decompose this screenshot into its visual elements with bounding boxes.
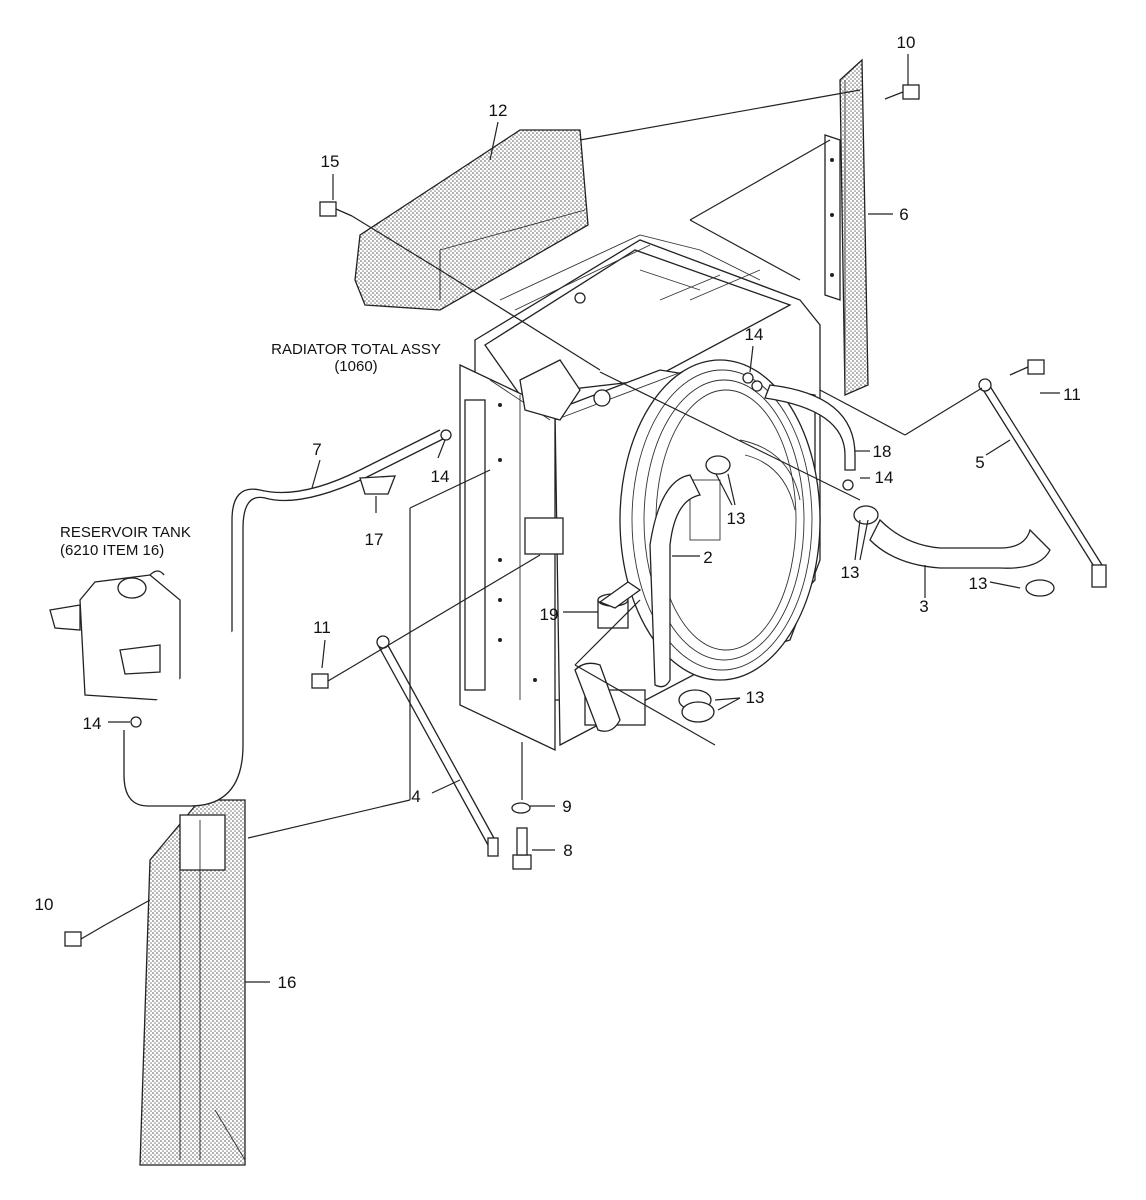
callout-10-top: 10 (897, 33, 916, 52)
callout-2: 2 (703, 548, 712, 567)
radiator-assembly-title: RADIATOR TOTAL ASSY (1060) (271, 341, 441, 375)
vertical-side-plate (824, 58, 869, 396)
callout-13-right: 13 (841, 563, 860, 582)
callout-3: 3 (919, 597, 928, 616)
overflow-pipe (123, 429, 446, 807)
callout-12: 12 (489, 101, 508, 120)
hose-clamps (678, 455, 1055, 723)
part-callouts: 2 3 4 5 6 7 8 9 10 10 11 11 12 13 13 13 … (35, 33, 1081, 992)
drain-spout (574, 662, 621, 732)
callout-13-far-right: 13 (969, 574, 988, 593)
stay-right (978, 378, 1107, 588)
reservoir-tank (49, 570, 181, 701)
fan-shroud (619, 359, 821, 681)
callout-14-hose: 14 (875, 468, 894, 487)
pipe-clamp (597, 581, 642, 629)
callout-13-lower: 13 (746, 688, 765, 707)
upper-cover-plate (354, 129, 589, 311)
leader-lines (104, 54, 1060, 983)
o-rings (130, 372, 854, 728)
callout-18: 18 (873, 442, 892, 461)
callout-9: 9 (562, 797, 571, 816)
callout-8: 8 (563, 841, 572, 860)
upper-hose (764, 384, 856, 471)
callout-16: 16 (278, 973, 297, 992)
radiator-title-line1: RADIATOR TOTAL ASSY (271, 341, 441, 358)
reservoir-tank-title: RESERVOIR TANK (6210 ITEM 16) (60, 524, 191, 559)
callout-11-left: 11 (313, 618, 331, 637)
callout-14-tank: 14 (83, 714, 102, 733)
hose-center (649, 474, 701, 688)
reservoir-title-line2: (6210 ITEM 16) (60, 542, 164, 559)
reservoir-title-line1: RESERVOIR TANK (60, 524, 191, 541)
callout-19: 19 (540, 605, 559, 624)
stay-left (376, 635, 499, 857)
callout-4: 4 (411, 787, 420, 806)
callout-11-right: 11 (1063, 385, 1081, 404)
radiator-title-line2: (1060) (334, 358, 377, 375)
callout-5: 5 (975, 453, 984, 472)
callout-15: 15 (321, 152, 340, 171)
callout-13-upper: 13 (727, 509, 746, 528)
callout-17: 17 (365, 530, 384, 549)
lower-hose-right (869, 518, 1051, 569)
callout-14-pipe: 14 (431, 467, 450, 486)
callout-7: 7 (312, 440, 321, 459)
callout-6: 6 (899, 205, 908, 224)
callout-14-top: 14 (745, 325, 764, 344)
lower-side-plate (139, 799, 246, 1166)
callout-10-bottom: 10 (35, 895, 54, 914)
bolts (64, 84, 1045, 947)
